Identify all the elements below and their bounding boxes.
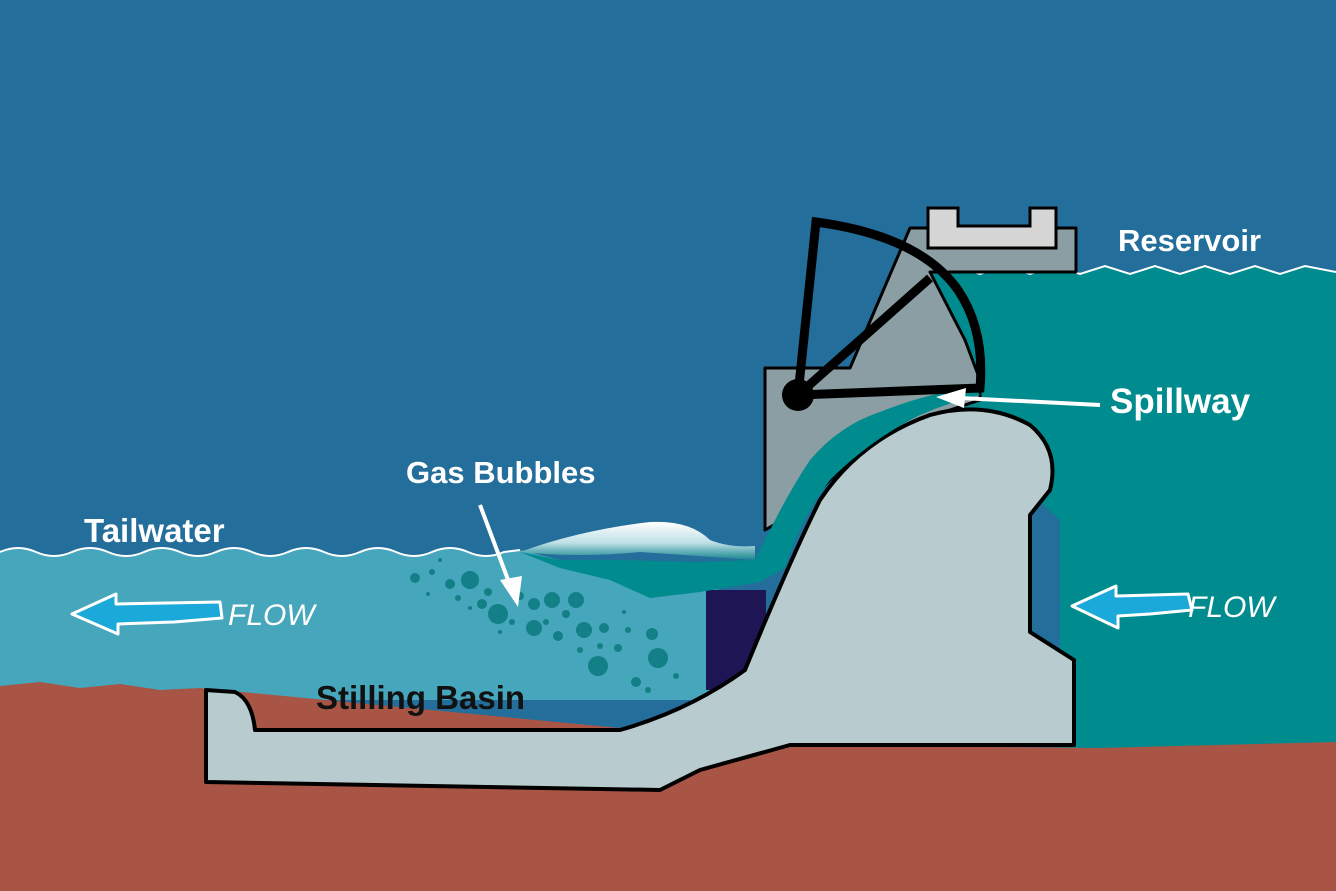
tailwater-surface-line <box>0 547 521 557</box>
gas-bubble <box>410 573 420 583</box>
gas-bubble <box>445 579 455 589</box>
gas-bubble <box>648 648 668 668</box>
gas-bubble <box>614 644 622 652</box>
gas-bubble <box>576 622 592 638</box>
gas-bubble <box>526 620 542 636</box>
gas-bubble <box>622 610 626 614</box>
gas-bubble <box>645 687 651 693</box>
gas-bubble <box>588 656 608 676</box>
spillway-pointer-arrow <box>936 388 1101 408</box>
gantry-crane <box>926 206 1058 250</box>
dam-concrete <box>204 407 1076 792</box>
gas-bubble <box>438 558 442 562</box>
gas-bubble <box>599 623 609 633</box>
gas-bubble <box>426 592 430 596</box>
stilling-basin-label: Stilling Basin <box>316 679 525 716</box>
gas-bubble <box>498 630 502 634</box>
gas-bubble <box>461 571 479 589</box>
tailwater <box>0 548 760 700</box>
gas-bubble <box>597 643 603 649</box>
flow-label-left: FLOW <box>228 599 317 632</box>
flow-label-right: FLOW <box>1188 591 1277 624</box>
gas-bubble <box>528 598 540 610</box>
spillway-water <box>520 388 980 598</box>
radial-gate <box>782 216 986 411</box>
gas-bubbles <box>410 558 679 693</box>
gas-bubble <box>646 628 658 640</box>
gas-bubble <box>543 619 549 625</box>
reservoir-label: Reservoir <box>1118 223 1261 258</box>
gas-bubble <box>429 569 435 575</box>
gas-bubble <box>568 592 584 608</box>
gas-bubble <box>509 619 515 625</box>
gas-bubble <box>484 588 492 596</box>
reservoir-water <box>930 266 1336 760</box>
gas-bubble <box>468 606 472 610</box>
gas-bubbles-pointer-arrow <box>478 504 522 607</box>
gas-bubble <box>488 604 508 624</box>
gas-bubble <box>553 631 563 641</box>
spillway-label: Spillway <box>1110 382 1251 421</box>
gas-bubble <box>631 677 641 687</box>
flow-arrow-left <box>70 592 224 636</box>
gas-bubble <box>477 599 487 609</box>
gas-bubble <box>577 647 583 653</box>
gas-bubbles-label: Gas Bubbles <box>406 455 596 490</box>
gas-bubble <box>455 595 461 601</box>
gas-bubble <box>562 610 570 618</box>
flow-arrow-right <box>1070 584 1194 630</box>
gas-bubble <box>625 627 631 633</box>
gas-bubble <box>544 592 560 608</box>
tailwater-label: Tailwater <box>84 512 225 549</box>
gas-bubble <box>673 673 679 679</box>
spillway-foam <box>520 521 755 560</box>
